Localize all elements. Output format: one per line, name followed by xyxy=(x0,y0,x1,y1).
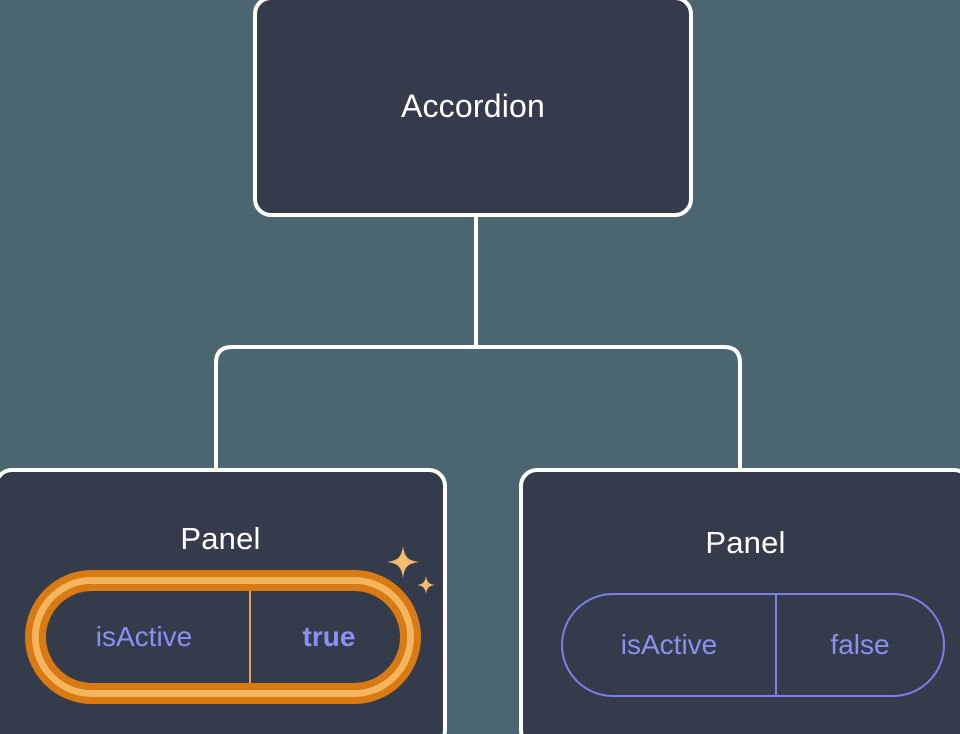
node-accordion[interactable]: Accordion xyxy=(253,0,693,217)
node-panel-active[interactable]: Panel isActive true xyxy=(0,468,447,734)
prop-value-label: false xyxy=(830,629,890,660)
edge-branch-right xyxy=(476,345,742,468)
node-panel-active-label: Panel xyxy=(180,521,261,556)
prop-value-label: true xyxy=(302,621,356,652)
prop-key-label: isActive xyxy=(39,584,251,690)
node-panel-inactive-label: Panel xyxy=(705,525,786,560)
prop-pill-isactive-true[interactable]: isActive true xyxy=(32,577,414,697)
node-panel-inactive[interactable]: Panel isActive false xyxy=(519,468,960,734)
edge-branch-left xyxy=(214,345,476,468)
prop-key-label: isActive xyxy=(563,595,777,695)
node-accordion-label: Accordion xyxy=(400,88,546,124)
prop-pill-isactive-false[interactable]: isActive false xyxy=(561,593,945,697)
